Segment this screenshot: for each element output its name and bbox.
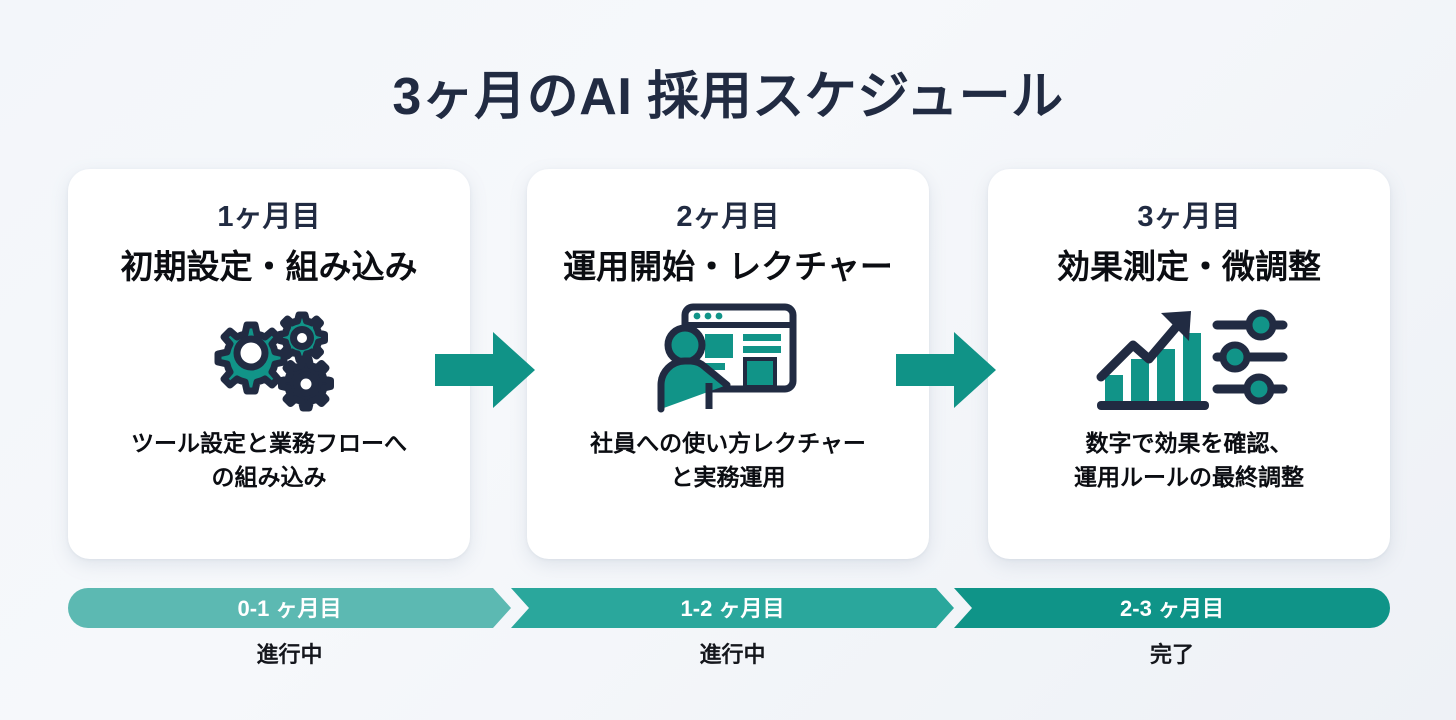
growth-chart-sliders-icon xyxy=(1096,309,1287,411)
phase-card-month-1[interactable]: 1ヶ月目 初期設定・組み込み ツール設定と業務フローへ の組み込み xyxy=(68,169,470,559)
phase-description-line: 数字で効果を確認、 xyxy=(1085,430,1293,457)
timeline-status-row: 進行中 進行中 完了 xyxy=(68,636,1390,670)
growth-chart-sliders-icon-container xyxy=(988,301,1390,413)
phase-card-row: 1ヶ月目 初期設定・組み込み ツール設定と業務フローへ の組み込み xyxy=(0,169,1456,561)
phase-description: ツール設定と業務フローへ の組み込み xyxy=(94,427,444,494)
timeline-segment-shape xyxy=(68,588,511,628)
arrow-right-icon xyxy=(896,332,996,408)
timeline-segment-label: 0-1 ヶ月目 xyxy=(237,596,342,621)
connector-arrow-2 xyxy=(894,328,998,412)
phase-description: 数字で効果を確認、 運用ルールの最終調整 xyxy=(1014,427,1364,494)
timeline-segment-0[interactable]: 0-1 ヶ月目 xyxy=(68,588,511,628)
phase-description-line: ツール設定と業務フローへ xyxy=(131,430,407,457)
arrow-right-icon xyxy=(435,332,535,408)
page-title: 3ヶ月のAI 採用スケジュール xyxy=(392,68,1064,126)
phase-month-label: 2ヶ月目 xyxy=(676,201,780,233)
gears-icon-container xyxy=(68,301,470,413)
timeline-status-1: 進行中 xyxy=(699,642,766,667)
phase-description-line: の組み込み xyxy=(211,463,327,490)
phase-title: 効果測定・微調整 xyxy=(1057,248,1321,285)
presenter-whiteboard-icon-container xyxy=(527,301,929,413)
phase-title: 初期設定・組み込み xyxy=(120,248,418,285)
phase-title: 運用開始・レクチャー xyxy=(563,248,893,285)
timeline-segment-2[interactable]: 2-3 ヶ月目 xyxy=(954,588,1390,628)
phase-month-label: 1ヶ月目 xyxy=(217,201,321,233)
phase-card-month-2[interactable]: 2ヶ月目 運用開始・レクチャー 社員への使い方レクチ xyxy=(527,169,929,559)
timeline-segment-label: 2-3 ヶ月目 xyxy=(1120,596,1224,621)
phase-description: 社員への使い方レクチャー と実務運用 xyxy=(553,427,903,494)
phase-description-line: と実務運用 xyxy=(670,463,786,490)
timeline-segment-1[interactable]: 1-2 ヶ月目 xyxy=(511,588,954,628)
timeline-segment-shape xyxy=(511,588,954,628)
phase-description-line: 社員への使い方レクチャー xyxy=(590,430,866,457)
timeline-segment-shape xyxy=(954,588,1390,628)
gears-icon xyxy=(214,311,334,412)
phase-month-label: 3ヶ月目 xyxy=(1137,201,1241,233)
connector-arrow-1 xyxy=(433,328,537,412)
timeline-status-0: 進行中 xyxy=(256,642,323,667)
phase-description-line: 運用ルールの最終調整 xyxy=(1074,463,1304,490)
phase-card-month-3[interactable]: 3ヶ月目 効果測定・微調整 xyxy=(988,169,1390,559)
presenter-whiteboard-icon xyxy=(657,303,797,413)
timeline-segment-label: 1-2 ヶ月目 xyxy=(680,596,785,621)
timeline-status-2: 完了 xyxy=(1149,642,1194,667)
timeline-bar: 0-1 ヶ月目 1-2 ヶ月目 2-3 ヶ月目 xyxy=(68,588,1390,628)
